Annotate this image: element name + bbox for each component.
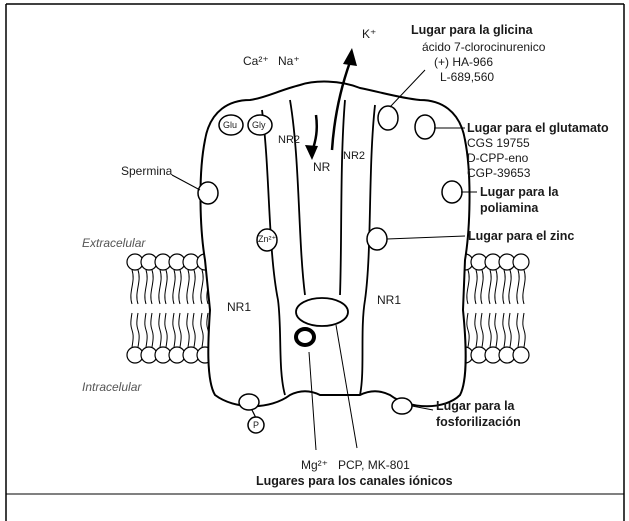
polyamine-site-label-1: Lugar para la (480, 185, 559, 199)
polyamine-site-label-2: poliamina (480, 201, 538, 215)
zn-label: Zn²⁺ (258, 234, 276, 245)
glutamate-ligand-3: CGP-39653 (467, 166, 530, 180)
lipid-tail (173, 270, 175, 304)
lipid-tail (475, 270, 477, 304)
channel-sites-label: Lugares para los canales iónicos (256, 474, 453, 488)
extracellular-label: Extracelular (82, 236, 145, 250)
phospho-site-label-2: fosforilización (436, 415, 521, 429)
lipid-tail (517, 270, 519, 304)
glycine-site-label: Lugar para la glicina (411, 23, 533, 37)
pcp-label: PCP, MK-801 (338, 458, 410, 472)
mg-label: Mg²⁺ (301, 458, 328, 472)
spermine-binding-site (198, 182, 218, 204)
glutamate-ligand-2: D-CPP-eno (467, 151, 528, 165)
lipid-tail (145, 313, 147, 347)
glutamate-ligand-1: CGS 19755 (467, 136, 530, 150)
lipid-tail (165, 313, 167, 347)
channel-pore (296, 298, 348, 326)
glutamate-site-label: Lugar para el glutamato (467, 121, 609, 135)
lipid-head (513, 347, 529, 363)
ion-k: K⁺ (362, 27, 376, 41)
nr2-left-label: NR2 (278, 134, 300, 146)
lipid-tail (131, 313, 133, 347)
lipid-tail (151, 313, 153, 347)
lipid-tail (201, 270, 203, 304)
glu-label: Glu (223, 120, 237, 130)
nr1-left-label: NR1 (227, 300, 251, 314)
intracellular-label: Intracelular (82, 380, 141, 394)
phosphorylation-binding-site (392, 398, 412, 414)
lipid-tail (179, 270, 181, 304)
lipid-tail (137, 270, 139, 304)
lipid-tail (201, 313, 203, 347)
ion-na: Na⁺ (278, 54, 300, 68)
lipid-tail (159, 313, 161, 347)
glycine-binding-site (378, 106, 398, 130)
lipid-bilayer-left (127, 254, 213, 363)
lipid-tail (503, 313, 505, 347)
phospho-site-left (239, 394, 259, 410)
p-label: P (253, 420, 259, 430)
glycine-ligand-1: ácido 7-clorocinurenico (422, 40, 545, 54)
lipid-tail (187, 270, 189, 304)
lipid-tail (145, 270, 147, 304)
lipid-tail (481, 270, 483, 304)
phospho-site-label-1: Lugar para la (436, 399, 515, 413)
lipid-tail (165, 270, 167, 304)
lipid-tail (137, 313, 139, 347)
mg-block (296, 329, 314, 345)
lipid-tail (467, 313, 469, 347)
lipid-tail (193, 313, 195, 347)
lipid-tail (481, 313, 483, 347)
lipid-tail (131, 270, 133, 304)
lipid-tail (517, 313, 519, 347)
leader-spermine (172, 175, 200, 190)
glycine-ligand-2: (+) HA-966 (434, 55, 493, 69)
lipid-tail (173, 313, 175, 347)
k-arrowhead (343, 48, 357, 66)
glycine-ligand-3: L-689,560 (440, 70, 494, 84)
lipid-tail (187, 313, 189, 347)
lipid-tail (467, 270, 469, 304)
lipid-tail (509, 270, 511, 304)
lipid-tail (489, 270, 491, 304)
polyamine-binding-site (442, 181, 462, 203)
lipid-tail (159, 270, 161, 304)
lipid-tail (179, 313, 181, 347)
lipid-tail (151, 270, 153, 304)
lipid-tail (523, 313, 525, 347)
glutamate-binding-site (415, 115, 435, 139)
lipid-tail (193, 270, 195, 304)
nr2-right-label: NR2 (343, 150, 365, 162)
nr1-right-label: NR1 (377, 293, 401, 307)
nr-label: NR (313, 160, 330, 174)
gly-label: Gly (252, 120, 266, 130)
zinc-site-label: Lugar para el zinc (468, 229, 574, 243)
lipid-tail (489, 313, 491, 347)
lipid-tail (503, 270, 505, 304)
lipid-tail (475, 313, 477, 347)
lipid-tail (509, 313, 511, 347)
spermine-label: Spermina (121, 164, 172, 178)
lipid-head (513, 254, 529, 270)
ion-ca: Ca²⁺ (243, 54, 269, 68)
lipid-tail (495, 270, 497, 304)
lipid-tail (495, 313, 497, 347)
zinc-binding-site (367, 228, 387, 250)
lipid-tail (523, 270, 525, 304)
